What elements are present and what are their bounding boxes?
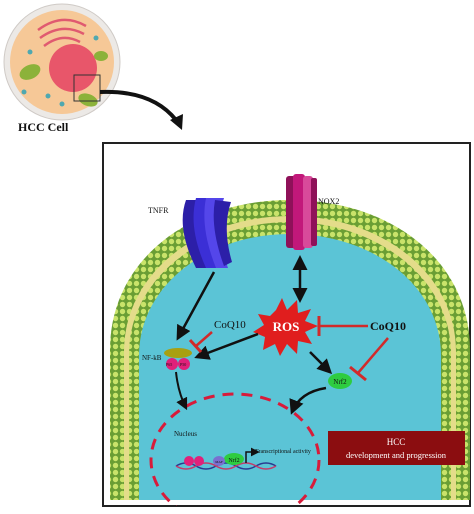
transcription-arrow <box>245 447 260 463</box>
tnfr-receptor <box>182 198 232 268</box>
tnfr-nfkb-arrow <box>176 271 216 341</box>
nrf2-cytoplasm-label: Nrf2 <box>333 378 347 386</box>
hcc-box-line2: development and progression <box>346 450 447 460</box>
nucleus-label: Nucleus <box>174 430 197 438</box>
nfkb-label: NF-kB <box>142 354 162 362</box>
hcc-box-line1: HCC <box>387 437 406 447</box>
maf-protein <box>213 456 225 466</box>
coq10-nfkb-inhibition <box>195 331 213 347</box>
nucleus-envelope <box>149 392 321 506</box>
tnfr-label: TNFR <box>148 206 169 215</box>
hcc-outcome-box <box>328 431 465 465</box>
ros-label: ROS <box>273 319 300 334</box>
mitochondrion-3 <box>94 51 108 61</box>
maf-label: MAF <box>215 460 223 464</box>
mitochondrion-2 <box>78 93 98 107</box>
p50-label: P50 <box>180 362 186 367</box>
cell-nucleus <box>49 44 97 92</box>
zoom-arrow <box>99 89 178 122</box>
nox2-label: NOX2 <box>318 197 339 206</box>
ros-nrf2-arrow <box>309 351 333 375</box>
nfkb-complex <box>164 348 192 370</box>
nrf2-nucleus-label: Nrf2 <box>228 457 239 464</box>
dna-strand <box>175 462 277 470</box>
nfkb-nuclear-complex <box>184 456 204 466</box>
mitochondrion-1 <box>19 64 41 80</box>
zoom-arrow-head <box>170 114 183 130</box>
zoom-region-box <box>73 74 101 102</box>
nox2-complex <box>286 174 317 250</box>
golgi <box>37 18 87 47</box>
transcriptional-activity-label: Transcriptional activity <box>255 449 311 455</box>
nrf2-cytoplasm <box>328 373 352 389</box>
p65-label: P65 <box>166 362 172 367</box>
hcc-cell-illustration <box>3 3 121 121</box>
coq10-large-label: CoQ10 <box>370 319 406 333</box>
coq10-nrf2-inhibition <box>357 337 389 374</box>
ros-burst <box>253 298 318 356</box>
nrf2-nucleus-arrow <box>289 386 327 415</box>
ros-nfkb-arrow <box>194 332 259 360</box>
nrf2-nucleus <box>224 453 244 465</box>
hcc-cell-label: HCC Cell <box>18 120 69 134</box>
coq10-small-label: CoQ10 <box>214 319 246 331</box>
nfkb-nucleus-arrow <box>175 371 188 411</box>
